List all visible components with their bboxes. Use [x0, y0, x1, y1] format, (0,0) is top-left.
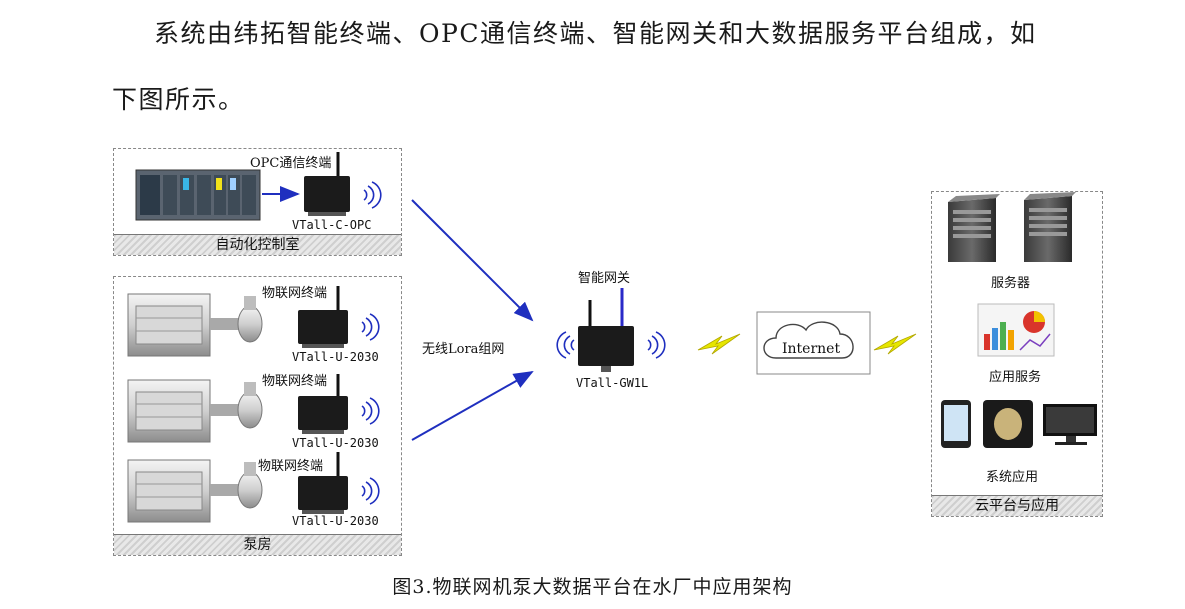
- pump-unit-2-icon: [127, 379, 263, 443]
- iot-terminal-2-icon: [298, 374, 348, 434]
- iot-device-model-2: VTall-U-2030: [292, 436, 379, 450]
- desktop-monitor-icon: [1043, 404, 1097, 445]
- pump-unit-3-icon: [127, 459, 263, 523]
- iot-terminal-label-3: 物联网终端: [258, 459, 324, 474]
- gateway-device-icon: [578, 288, 634, 372]
- paragraph-line-1: 系统由纬拓智能终端、OPC通信终端、智能网关和大数据服务平台组成，如: [154, 19, 1037, 48]
- system-app-label: 系统应用: [986, 470, 1039, 485]
- cloud-platform-title: 云平台与应用: [932, 495, 1102, 516]
- smartphone-icon: [941, 400, 971, 448]
- iot-terminal-1-icon: [298, 286, 348, 348]
- iot-terminal-label-1: 物联网终端: [262, 286, 328, 301]
- plc-rack-icon: [135, 169, 261, 221]
- control-room-title: 自动化控制室: [114, 234, 401, 255]
- paragraph-line-2: 下图所示。: [112, 85, 245, 114]
- iot-terminal-3-icon: [298, 452, 348, 514]
- opc-terminal-label: OPC通信终端: [250, 156, 332, 171]
- lightning-icon: [697, 333, 917, 355]
- wireless-lora-label: 无线Lora组网: [422, 342, 505, 357]
- server-tower-icon: [948, 194, 1000, 262]
- wifi-signal-icon: [556, 331, 666, 359]
- opc-device-model: VTall-C-OPC: [292, 218, 372, 232]
- servers-label: 服务器: [991, 276, 1031, 291]
- cloud-icon: [763, 321, 854, 359]
- tablet-icon: [983, 400, 1033, 448]
- iot-device-model-1: VTall-U-2030: [292, 350, 379, 364]
- opc-terminal-device-icon: [304, 152, 350, 216]
- wifi-signal-icon: [361, 313, 380, 505]
- server-tower-icon: [1024, 192, 1076, 262]
- iot-device-model-3: VTall-U-2030: [292, 514, 379, 528]
- analytics-chart-icon: [977, 303, 1055, 357]
- pump-room-title: 泵房: [114, 534, 401, 555]
- wifi-signal-icon: [363, 181, 382, 209]
- internet-label: Internet: [782, 341, 841, 357]
- figure-caption: 图3.物联网机泵大数据平台在水厂中应用架构: [392, 576, 793, 598]
- gateway-label: 智能网关: [578, 271, 631, 286]
- iot-terminal-label-2: 物联网终端: [262, 374, 328, 389]
- pump-unit-1-icon: [127, 293, 263, 357]
- app-service-label: 应用服务: [989, 370, 1042, 385]
- gateway-model: VTall-GW1L: [576, 376, 649, 390]
